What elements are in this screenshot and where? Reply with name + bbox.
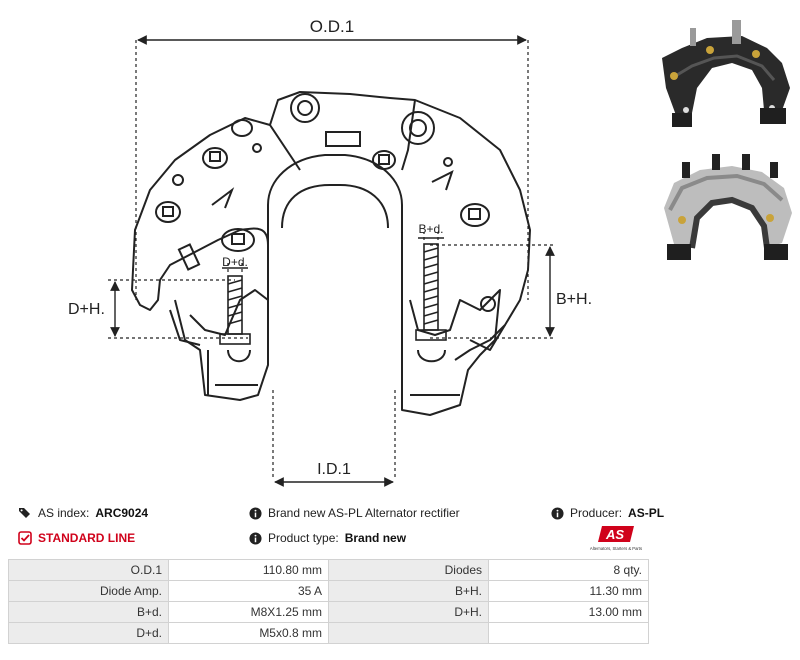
right-leg [401,289,501,416]
table-row: B+d. M8X1.25 mm D+H. 13.00 mm [8,601,649,623]
specs-table: O.D.1 110.80 mm Diodes 8 qty. Diode Amp.… [8,559,649,644]
product-type-value: Brand new [344,531,407,545]
spec-label: B+d. [8,601,169,623]
table-row: O.D.1 110.80 mm Diodes 8 qty. [8,559,649,581]
producer-label: Producer: [570,506,623,520]
standard-line-label: STANDARD LINE [38,531,136,545]
spec-value: 13.00 mm [488,601,649,623]
info-circle-icon [248,506,262,520]
logo-tagline: Alternators, Starters & Parts [590,546,642,551]
spec-value: 11.30 mm [488,580,649,602]
producer: Producer: AS-PL [550,506,664,520]
check-square-icon [18,531,32,545]
product-description: Brand new AS-PL Alternator rectifier [248,506,460,520]
left-leg [174,289,269,401]
dh-label: D+H. [68,301,105,318]
product-type-label: Product type: [268,531,339,545]
bh-label: B+H. [556,291,592,308]
spec-value: 8 qty. [488,559,649,581]
product-photo-top [662,20,790,127]
info-circle-icon [248,531,262,545]
as-index-value: ARC9024 [95,506,149,520]
spec-label: Diode Amp. [8,580,169,602]
dd-label: D+d. [222,255,248,269]
spec-label: O.D.1 [8,559,169,581]
as-index-label: AS index: [38,506,90,520]
bd-label: B+d. [418,222,443,236]
info-circle-icon [550,506,564,520]
spec-value: 110.80 mm [168,559,329,581]
spec-label: Diodes [328,559,489,581]
table-row: D+d. M5x0.8 mm [8,622,649,644]
spec-value: M8X1.25 mm [168,601,329,623]
table-row: Diode Amp. 35 A B+H. 11.30 mm [8,580,649,602]
spec-value [488,622,649,644]
rectifier-outline [131,91,531,365]
spec-label [328,622,489,644]
spec-value: M5x0.8 mm [168,622,329,644]
producer-value: AS-PL [628,506,665,520]
product-photo-bottom [664,154,792,260]
logo-text: AS [605,527,624,542]
od-label: O.D.1 [310,17,354,36]
product-description-text: Brand new AS-PL Alternator rectifier [268,506,460,520]
spec-label: D+d. [8,622,169,644]
rectifier-inner-opening [267,154,403,300]
spec-value: 35 A [168,580,329,602]
id-label: I.D.1 [317,461,351,478]
spec-label: B+H. [328,580,489,602]
standard-line: STANDARD LINE [18,531,135,545]
spec-label: D+H. [328,601,489,623]
as-index: AS index: ARC9024 [18,506,148,520]
product-type: Product type: Brand new [248,531,406,545]
rectifier-technical-drawing: O.D.1 I.D.1 B+d. D+d. B+H. D+H. [68,17,592,487]
tags-icon [18,506,32,520]
as-pl-logo: AS Alternators, Starters & Parts [590,526,642,551]
